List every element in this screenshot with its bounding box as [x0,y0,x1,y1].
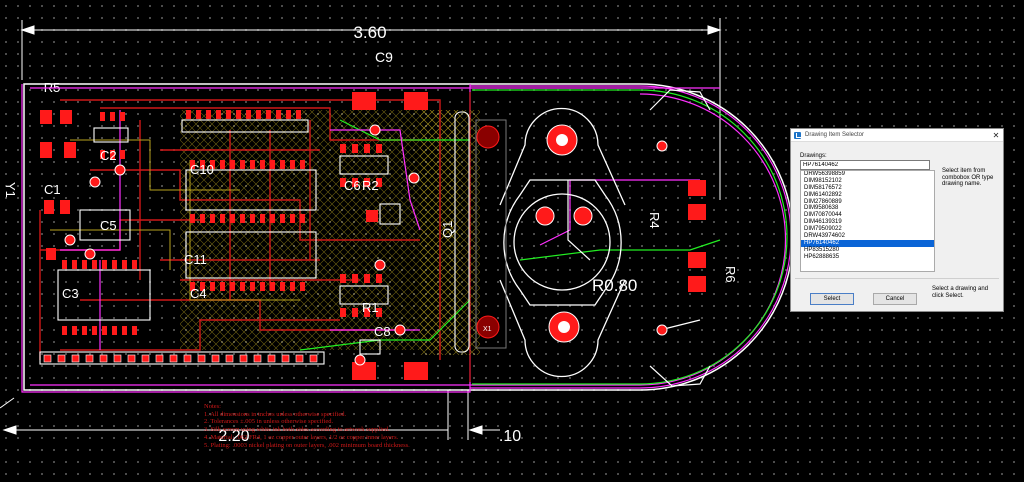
ref-c9: C9 [375,49,393,65]
dim-bottom-right: .10 [499,428,521,445]
ref-c10: C10 [190,162,214,177]
ref-c8: C8 [374,324,391,339]
ref-q1: Q1 [440,221,455,238]
list-item[interactable]: DIM46139319 [804,219,842,226]
list-item[interactable]: DIM79509022 [804,226,842,233]
list-item[interactable]: HP62888635 [804,253,840,260]
select-button[interactable]: Select [810,293,854,305]
notes-line: 3. Silk screen using white ink both side… [204,426,390,434]
list-item[interactable]: DIM58176572 [804,184,842,191]
notes-line: 1. All dimensions in inches unless other… [204,410,347,418]
cancel-button[interactable]: Cancel [873,293,917,305]
dialog-title: Drawing Item Selector [805,132,865,138]
ref-r2: R2 [362,178,379,193]
drawing-item-selector-dialog: Drawing Item Selector ✕ Drawings: DRW563… [790,128,1004,312]
ref-r6: R6 [723,266,738,283]
list-item[interactable]: DIM27860889 [804,198,842,205]
notes-title: Notes: [204,403,221,410]
app-icon [794,131,801,139]
dim-bottom-left: 2.20 [218,428,249,445]
list-item[interactable]: DIM61402892 [804,191,842,198]
ref-x1: X1 [483,326,492,333]
ref-c6: C6 [344,178,361,193]
list-item[interactable]: DRW56398859 [804,171,845,177]
list-item[interactable]: DRW43974602 [804,233,845,240]
ref-c4: C4 [190,286,207,301]
drawing-list[interactable]: DRW56398859 DIM98152102 DIM58176572 DIM6… [800,170,935,272]
list-item[interactable]: HP83515280 [804,246,840,253]
close-icon[interactable]: ✕ [992,130,1000,140]
dim-top: 3.60 [353,23,386,42]
drawing-combobox-input[interactable] [800,160,930,170]
drawings-label: Drawings: [800,153,827,159]
help-text-select: Select a drawing and click Select. [932,286,989,299]
help-text-combobox: Select item from combobox OR type drawin… [942,168,994,188]
q1-footprint [499,107,626,378]
notes-line: 5. Plating: .0003 nickel plating on oute… [204,441,410,449]
list-item[interactable]: DIM70870044 [804,212,842,219]
ref-c1: C1 [44,182,61,197]
list-item[interactable]: DIM98152102 [804,177,842,184]
ref-y1: Y1 [3,182,18,198]
ref-c11: C11 [184,252,207,267]
ref-c5: C5 [100,218,117,233]
dialog-titlebar[interactable]: Drawing Item Selector ✕ [791,129,1003,142]
list-item-selected[interactable]: HP76140462 [801,239,934,247]
ref-r4: R4 [647,212,662,229]
list-item[interactable]: DIM9580638 [804,205,839,212]
radius-label: R0.80 [592,276,637,295]
ref-c3: C3 [62,286,79,301]
notes-line: 2. Tolerances ±.005 in unless otherwise … [204,418,334,426]
fab-notes: Notes: 1. All dimensions in inches unles… [204,403,504,449]
notes-line: 4. Material: .062 FR4, 1 oz copper outer… [204,433,399,441]
ref-r1: R1 [362,300,379,315]
divider [795,278,999,279]
ref-c2: C2 [100,148,117,163]
